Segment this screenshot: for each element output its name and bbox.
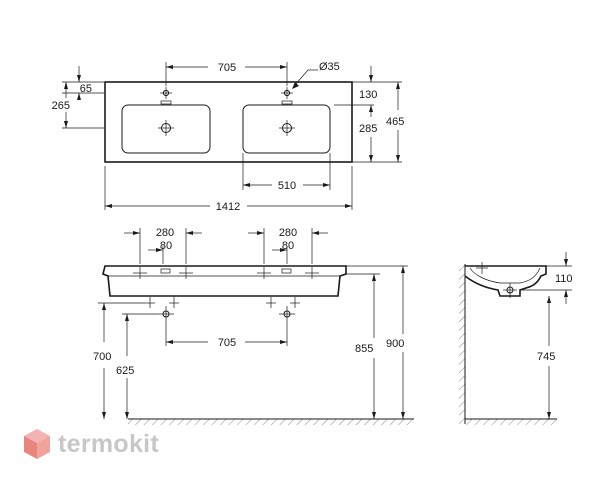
label-855: 855 bbox=[355, 343, 373, 355]
brand-text: termokit bbox=[58, 429, 160, 458]
label-285: 285 bbox=[359, 123, 377, 135]
right-bowl bbox=[242, 104, 331, 154]
left-fixings bbox=[133, 267, 193, 279]
wall bbox=[459, 264, 466, 424]
left-drain-points bbox=[145, 297, 179, 322]
dim-280-80-left: 280 80 bbox=[124, 227, 202, 264]
dim-right-top: 130 285 465 bbox=[334, 66, 404, 163]
right-drain-points bbox=[266, 297, 300, 322]
floor-side bbox=[465, 418, 557, 425]
left-overflow-front bbox=[160, 268, 171, 274]
dim-705-top: 705 bbox=[165, 62, 288, 86]
right-overflow-front bbox=[281, 268, 292, 274]
dim-1412: 1412 bbox=[104, 166, 353, 213]
right-fixings bbox=[257, 267, 319, 279]
left-drain bbox=[158, 120, 174, 136]
dim-280-80-right: 280 80 bbox=[248, 227, 328, 264]
dim-745: 745 bbox=[537, 296, 555, 419]
label-625: 625 bbox=[116, 365, 134, 377]
basin-outline-top bbox=[104, 81, 353, 163]
dim-700-625: 700 625 bbox=[93, 302, 158, 419]
dim-left-top: 65 265 bbox=[52, 66, 104, 129]
side-view: 110 745 bbox=[459, 252, 573, 425]
floor-front bbox=[128, 418, 414, 425]
dim-855-900: 855 900 bbox=[346, 265, 408, 419]
left-overflow-slot bbox=[160, 100, 172, 105]
label-hole-diameter: Ø35 bbox=[319, 61, 340, 73]
label-465: 465 bbox=[386, 116, 404, 128]
label-280-left: 280 bbox=[156, 227, 174, 239]
right-faucet-hole bbox=[281, 87, 293, 99]
label-900: 900 bbox=[386, 338, 404, 350]
label-110: 110 bbox=[555, 273, 573, 285]
dim-110: 110 bbox=[520, 252, 573, 304]
front-view: 280 80 280 80 bbox=[93, 227, 414, 425]
dim-hole-diameter: Ø35 bbox=[292, 61, 340, 89]
top-view: 705 Ø35 65 265 bbox=[52, 61, 405, 213]
label-705-front: 705 bbox=[218, 337, 236, 349]
basin-outline-front bbox=[102, 265, 347, 297]
dim-705-front: 705 bbox=[165, 322, 288, 349]
basin-profile-side bbox=[464, 265, 547, 297]
label-265: 265 bbox=[52, 100, 70, 112]
right-drain bbox=[279, 120, 295, 136]
label-280-right: 280 bbox=[279, 227, 297, 239]
side-drain bbox=[503, 283, 517, 298]
dim-510: 510 bbox=[242, 153, 331, 192]
left-faucet-hole bbox=[160, 87, 172, 99]
right-overflow-slot bbox=[281, 100, 293, 105]
side-fixing bbox=[476, 262, 488, 274]
label-1412: 1412 bbox=[216, 201, 240, 213]
brand-watermark: termokit bbox=[22, 426, 159, 462]
label-65: 65 bbox=[80, 83, 92, 95]
label-510: 510 bbox=[278, 180, 296, 192]
left-bowl bbox=[121, 104, 211, 154]
label-745: 745 bbox=[537, 351, 555, 363]
label-80-right: 80 bbox=[282, 240, 294, 252]
label-700: 700 bbox=[93, 351, 111, 363]
label-130: 130 bbox=[359, 89, 377, 101]
cube-logo-icon bbox=[24, 429, 50, 459]
label-705-top: 705 bbox=[218, 62, 236, 74]
label-80-left: 80 bbox=[160, 240, 172, 252]
